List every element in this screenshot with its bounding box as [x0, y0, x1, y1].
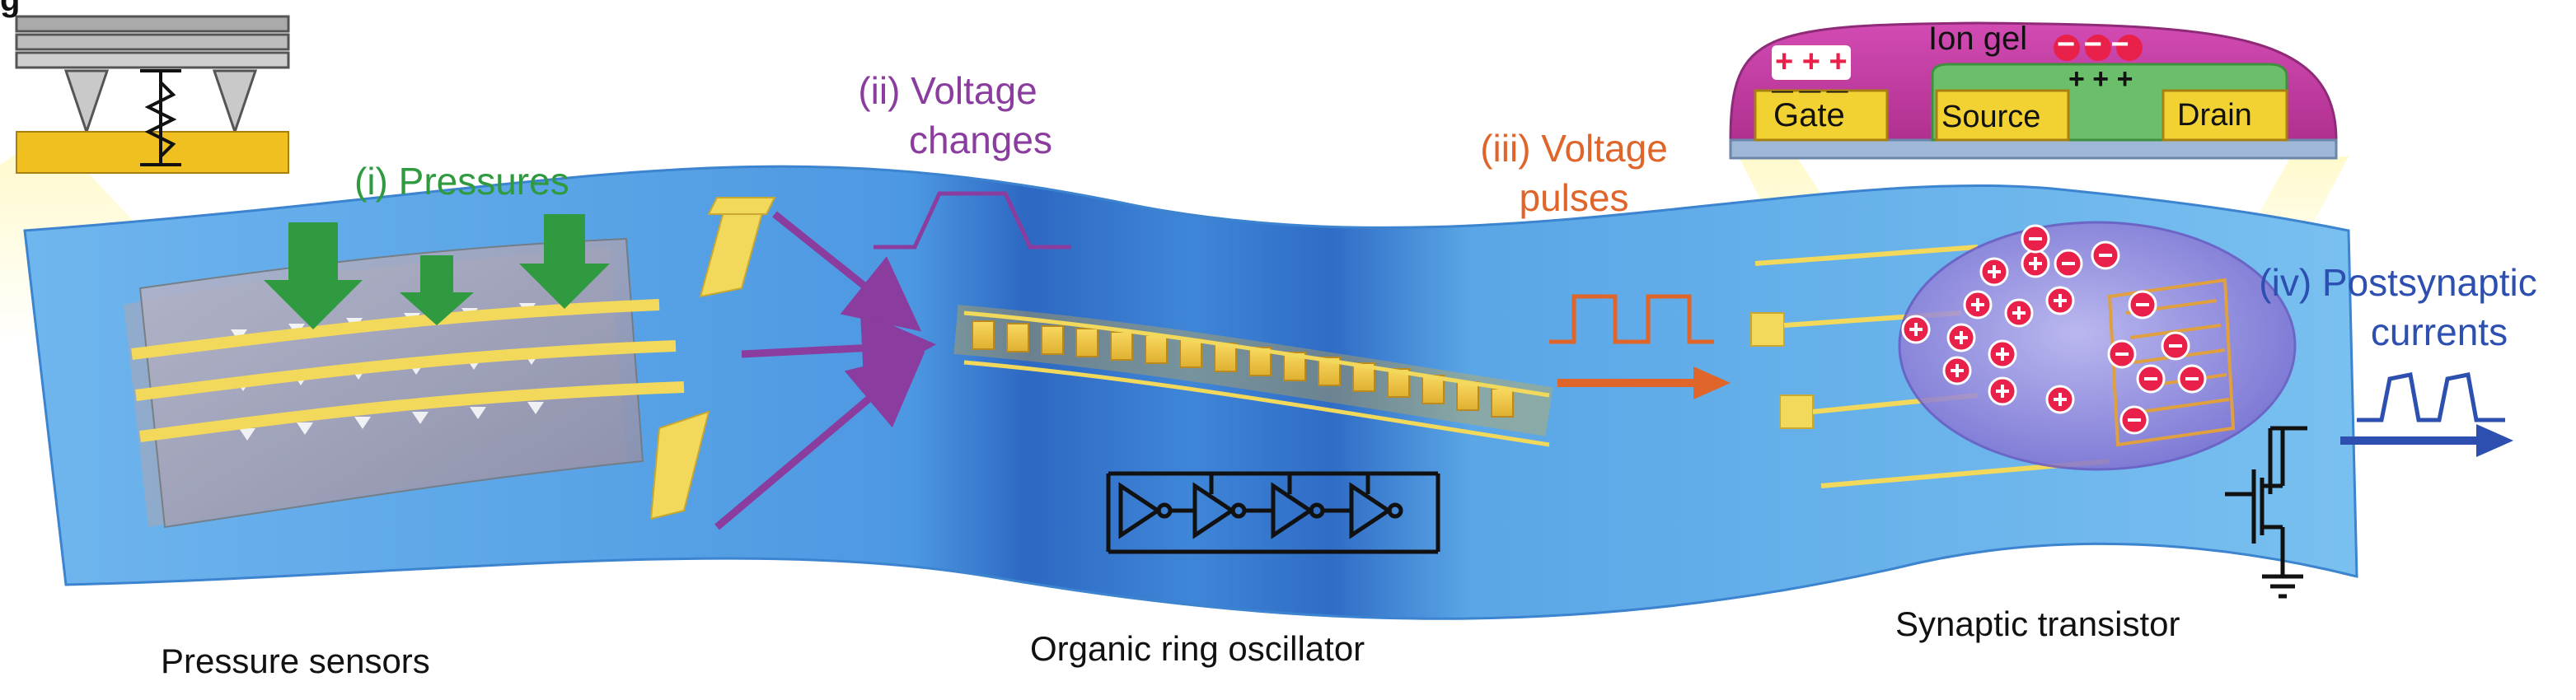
caption-pressure-sensors: Pressure sensors — [161, 642, 430, 680]
inset-drain-label: Drain — [2177, 98, 2252, 133]
postsynaptic-arrow — [2340, 424, 2513, 457]
inset-minus-left: — — — — [1772, 77, 1848, 102]
interconnect-electrodes — [649, 196, 776, 520]
transistor-symbol — [2225, 426, 2307, 599]
label-postsynaptic-2: currents — [2370, 310, 2508, 353]
label-pressures: (i) Pressures — [354, 160, 569, 203]
inset-plus-left: + + + — [1772, 44, 1851, 80]
inset-plus-right: + + + — [2068, 63, 2133, 95]
caption-ring-oscillator: Organic ring oscillator — [1030, 629, 1365, 668]
caption-synaptic-transistor: Synaptic transistor — [1895, 604, 2180, 643]
label-voltage-changes-1: (ii) Voltage — [858, 69, 1037, 112]
sensor-cross-section-inset — [15, 15, 290, 174]
label-postsynaptic-1: (iv) Postsynaptic — [2259, 261, 2537, 304]
postsynaptic-waveform — [2357, 372, 2505, 422]
voltage-change-waveform — [873, 191, 1071, 250]
voltage-pulse-arrow — [1557, 366, 1731, 399]
inverter-ring-schematic — [1106, 471, 1440, 554]
voltage-pulse-waveform — [1549, 294, 1714, 344]
label-voltage-pulses-2: pulses — [1519, 176, 1629, 219]
panel-letter: g — [0, 0, 21, 18]
inset-ion-gel: Ion gel — [1928, 21, 2028, 57]
pressure-arrows — [264, 214, 610, 329]
transistor-inset — [1729, 21, 2338, 160]
inset-gate-label: Gate — [1773, 97, 1845, 133]
label-voltage-changes-2: changes — [909, 119, 1052, 161]
ring-oscillator-circuit — [953, 305, 1553, 447]
inset-minus-right: − − − — [2057, 27, 2129, 62]
voltage-change-arrows — [714, 211, 936, 530]
label-voltage-pulses-1: (iii) Voltage — [1480, 127, 1668, 170]
pressure-sensor-array — [124, 237, 685, 529]
ion-charges — [1901, 224, 2207, 435]
inset-source-label: Source — [1941, 100, 2041, 134]
